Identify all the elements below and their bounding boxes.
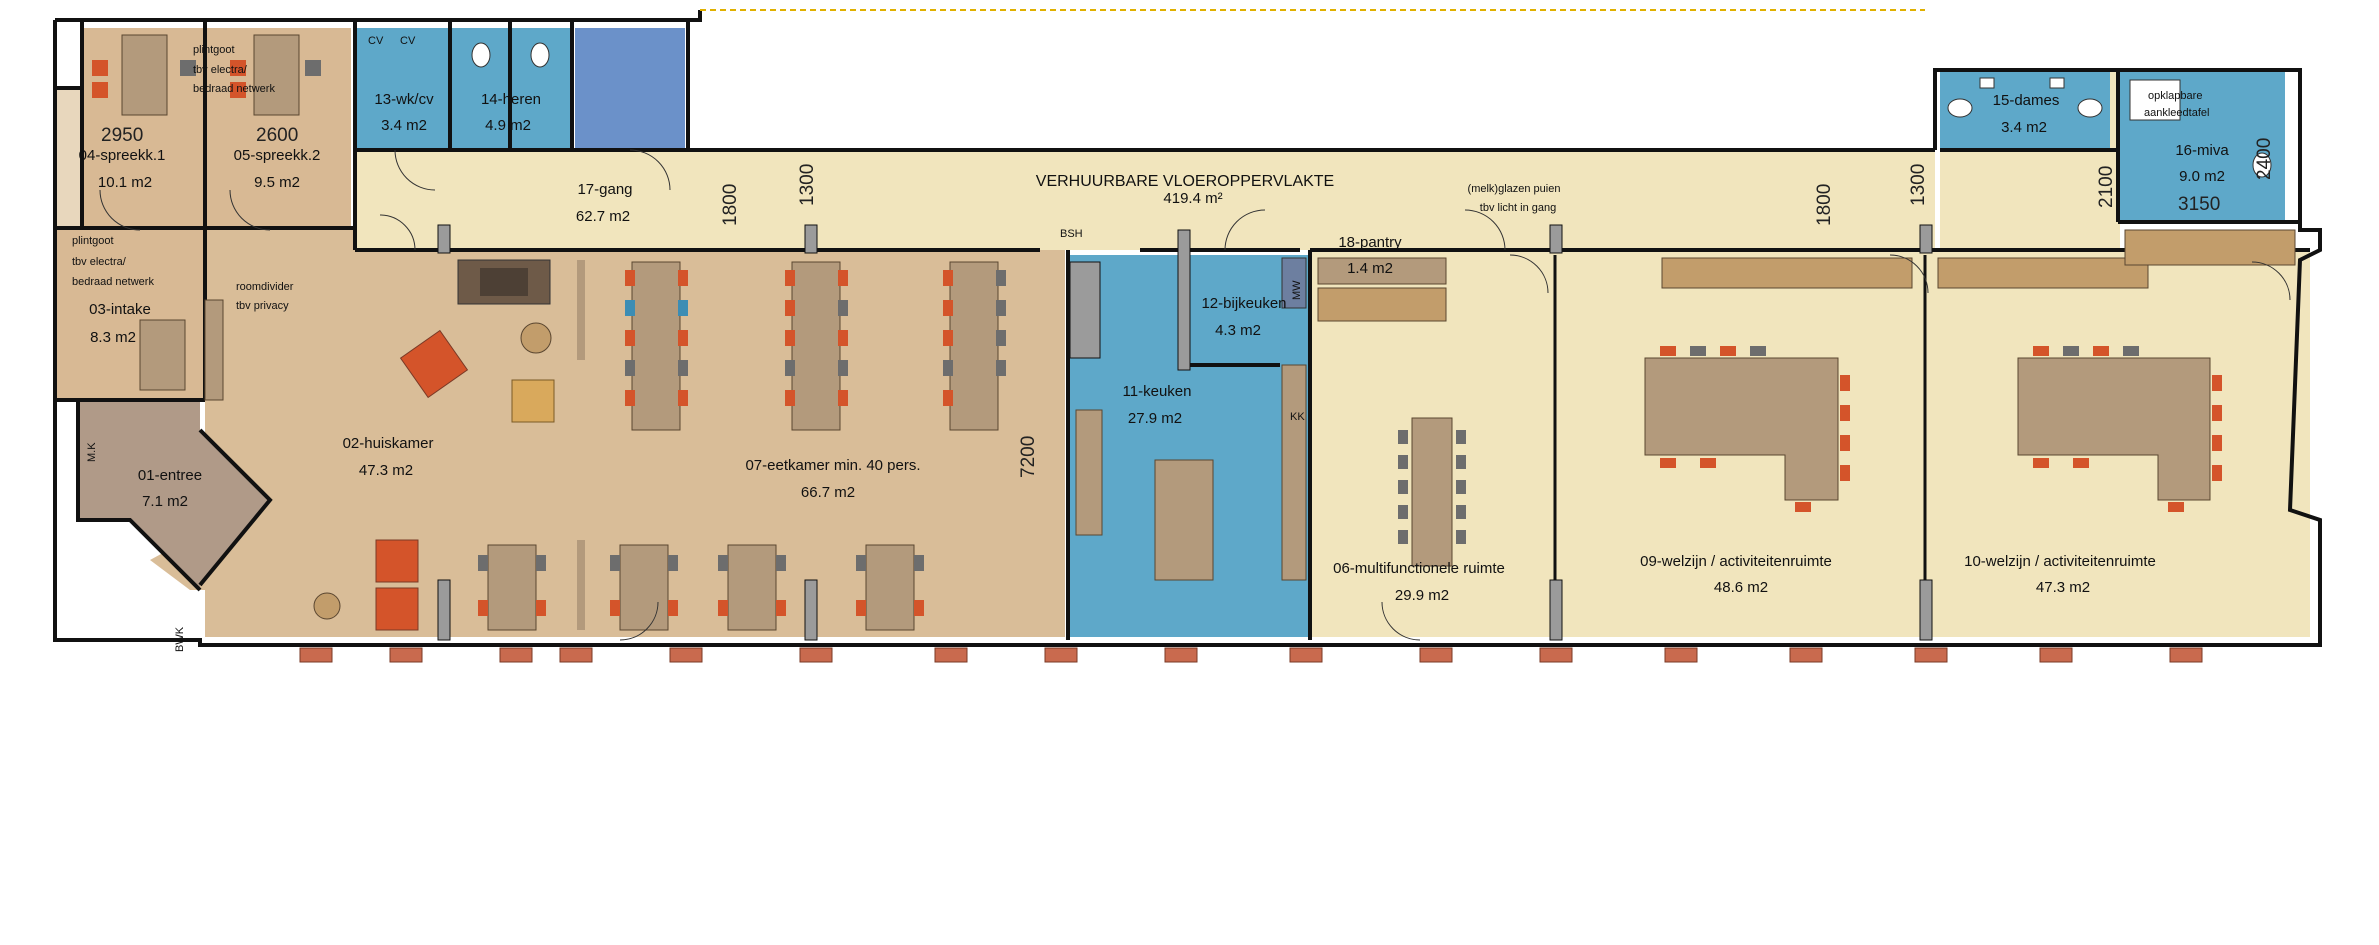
note-plintgoot-3: bedraad netwerk [193, 83, 275, 95]
note-kk: KK [1290, 411, 1305, 423]
room-13-area: 3.4 m2 [381, 117, 427, 134]
note-intake-3: bedraad netwerk [72, 276, 154, 288]
room-02-area: 47.3 m2 [359, 462, 413, 479]
room-17-name: 17-gang [577, 181, 632, 198]
dim-1300a: 1300 [797, 164, 818, 206]
dim-1300b: 1300 [1908, 164, 1929, 206]
note-bsh: BSH [1060, 228, 1083, 240]
room-02-name: 02-huiskamer [343, 435, 434, 452]
room-09-name: 09-welzijn / activiteitenruimte [1640, 553, 1832, 570]
furniture [92, 34, 2296, 631]
facade-windows [299, 647, 2203, 663]
note-plintgoot-2: tbv electra/ [193, 64, 248, 76]
room-15-name: 15-dames [1993, 92, 2060, 109]
dim-3150: 3150 [2178, 194, 2220, 215]
room-04-area: 10.1 m2 [98, 174, 152, 191]
room-18-area: 1.4 m2 [1347, 260, 1393, 277]
room-14-name: 14-heren [481, 91, 541, 108]
room-07-name: 07-eetkamer min. 40 pers. [745, 457, 920, 474]
room-18-name: 18-pantry [1338, 234, 1402, 251]
room-10-area: 47.3 m2 [2036, 579, 2090, 596]
room-11-name: 11-keuken [1123, 383, 1192, 400]
room-01-name: 01-entree [138, 467, 202, 484]
room-03-area: 8.3 m2 [90, 329, 136, 346]
room-13-name: 13-wk/cv [374, 91, 434, 108]
room-04-name: 04-spreekk.1 [79, 147, 166, 164]
room-15-area: 3.4 m2 [2001, 119, 2047, 136]
entree-fill [78, 402, 270, 590]
corridor-fill [355, 150, 1935, 250]
dim-2400: 2400 [2254, 138, 2275, 180]
room-12-name: 12-bijkeuken [1201, 295, 1286, 312]
note-glass-1: (melk)glazen puien [1468, 183, 1561, 195]
room-16-area: 9.0 m2 [2179, 168, 2225, 185]
note-mw: MW [1291, 280, 1303, 300]
room-11-area: 27.9 m2 [1128, 410, 1182, 427]
room-10-name: 10-welzijn / activiteitenruimte [1964, 553, 2156, 570]
summary-area: 419.4 m² [1163, 190, 1222, 207]
dim-7200: 7200 [1018, 436, 1039, 478]
note-sink-2: aankleedtafel [2144, 107, 2209, 119]
room-06-area: 29.9 m2 [1395, 587, 1449, 604]
dim-2600: 2600 [256, 125, 298, 146]
room-06-name: 06-multifunctionele ruimte [1333, 560, 1505, 577]
dim-1800b: 1800 [1814, 184, 1835, 226]
room-12-area: 4.3 m2 [1215, 322, 1261, 339]
wk-cv-fill [355, 28, 450, 148]
note-intake-1: plintgoot [72, 235, 114, 247]
note-roomdivider-1: roomdivider [236, 281, 294, 293]
note-mk: M.K [86, 442, 98, 462]
room-01-area: 7.1 m2 [142, 493, 188, 510]
note-roomdivider-2: tbv privacy [236, 300, 289, 312]
pillars [437, 224, 1933, 641]
note-plintgoot-1: plintgoot [193, 44, 235, 56]
room-14-area: 4.9 m2 [485, 117, 531, 134]
note-sink-1: opklapbare [2148, 90, 2202, 102]
room-07-area: 66.7 m2 [801, 484, 855, 501]
note-glass-2: tbv licht in gang [1480, 202, 1556, 214]
dim-2100: 2100 [2096, 166, 2117, 208]
blue-block-fill [575, 28, 685, 148]
summary-title: VERHUURBARE VLOEROPPERVLAKTE [1036, 173, 1334, 190]
room-05-area: 9.5 m2 [254, 174, 300, 191]
annotations: plintgoot tbv electra/ bedraad netwerk p… [72, 35, 2209, 652]
dim-1800a: 1800 [720, 184, 741, 226]
note-cv-1: CV [368, 35, 384, 47]
dim-2950: 2950 [101, 125, 143, 146]
note-intake-2: tbv electra/ [72, 256, 127, 268]
walls [53, 9, 2322, 647]
room-05-name: 05-spreekk.2 [234, 147, 321, 164]
room-17-area: 62.7 m2 [576, 208, 630, 225]
note-cv-2: CV [400, 35, 416, 47]
dimension-labels: 2950 2600 1800 1300 7200 1800 1300 2100 … [101, 125, 2275, 478]
room-09-area: 48.6 m2 [1714, 579, 1768, 596]
room-16-name: 16-miva [2175, 142, 2229, 159]
bijkeuken-fill [1185, 255, 1280, 365]
note-bwk: BWK [174, 626, 186, 652]
door-swings [99, 149, 2291, 641]
room-labels: 01-entree 7.1 m2 02-huiskamer 47.3 m2 03… [79, 91, 2230, 604]
room-03-name: 03-intake [89, 301, 151, 318]
